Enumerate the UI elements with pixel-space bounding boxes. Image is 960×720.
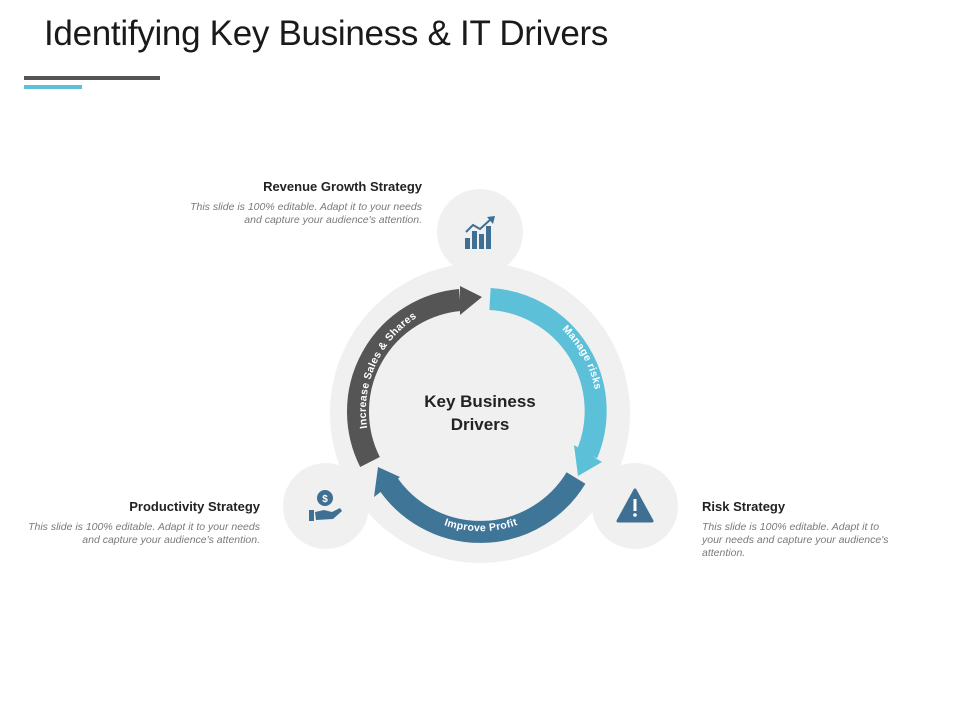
productivity-heading: Productivity Strategy <box>129 499 260 514</box>
title-underline-teal <box>24 85 82 89</box>
bar-chart-growth-icon <box>465 216 495 249</box>
inner-circle <box>382 315 578 511</box>
hand-dollar-icon: $ <box>309 490 342 521</box>
title-underline-dark <box>24 76 160 80</box>
center-label: Key Business Drivers <box>400 390 560 436</box>
risk-block: Risk Strategy This slide is 100% editabl… <box>702 499 902 560</box>
revenue-body: This slide is 100% editable. Adapt it to… <box>190 201 422 226</box>
arrow-improve-profit <box>374 467 586 543</box>
warning-triangle-icon <box>616 488 654 523</box>
productivity-body: This slide is 100% editable. Adapt it to… <box>28 521 260 546</box>
arrow-increase-sales <box>347 286 482 467</box>
slide-title: Identifying Key Business & IT Drivers <box>44 14 609 53</box>
risk-body: This slide is 100% editable. Adapt it to… <box>702 521 889 559</box>
revenue-heading: Revenue Growth Strategy <box>263 179 422 194</box>
revenue-block: Revenue Growth Strategy This slide is 10… <box>182 179 422 227</box>
center-label-line2: Drivers <box>450 415 510 434</box>
arrow-label-improve: Improve Profit <box>443 516 519 534</box>
icon-circle-top <box>437 189 523 275</box>
productivity-block: Productivity Strategy This slide is 100%… <box>20 499 260 547</box>
center-label-line1: Key Business <box>424 392 536 411</box>
risk-heading: Risk Strategy <box>702 499 786 514</box>
icon-circle-left <box>283 463 369 549</box>
arrow-manage-risks <box>489 288 607 476</box>
svg-text:$: $ <box>322 494 328 505</box>
